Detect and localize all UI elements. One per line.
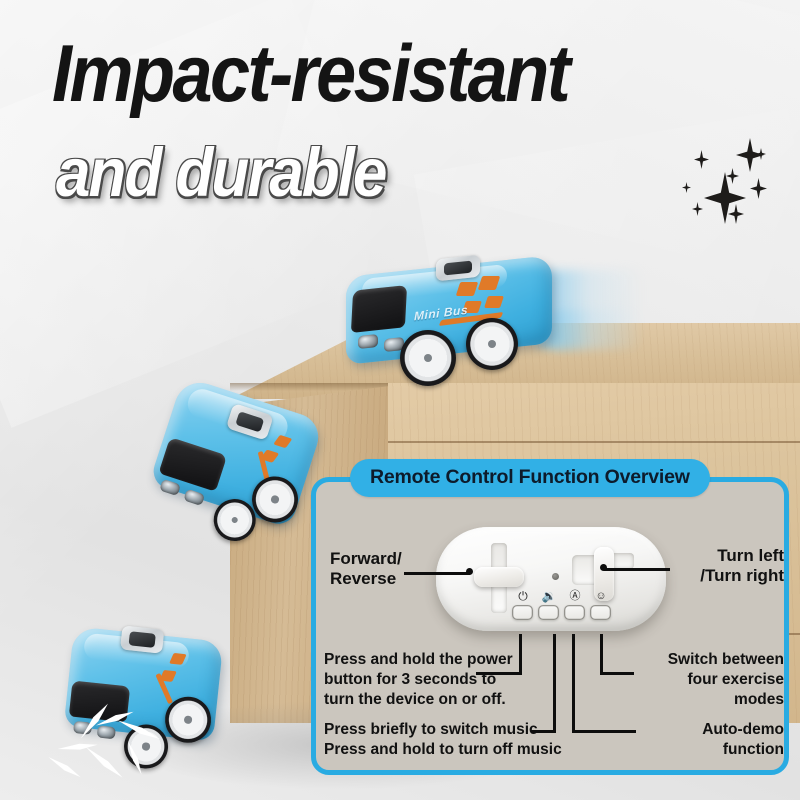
callout-line: button for 3 seconds to	[324, 671, 497, 689]
callout-auto-demo: Auto-demo function	[640, 720, 784, 761]
toy-car-impact	[53, 612, 270, 800]
leader-dot	[466, 568, 473, 575]
callout-line: Reverse	[330, 569, 397, 589]
sparkle-icon	[704, 172, 746, 224]
callout-line: Switch between	[667, 651, 784, 668]
callout-line: function	[722, 741, 784, 759]
remote-control-device: ⏻ 🔉 Ⓐ ☺	[436, 527, 666, 631]
headlight	[358, 333, 378, 350]
impact-burst	[43, 702, 212, 800]
auto-demo-button[interactable]	[564, 605, 585, 620]
power-button[interactable]	[512, 605, 533, 620]
leader-line-forward-reverse	[404, 572, 470, 575]
leader-line-power	[476, 672, 522, 675]
callout-line: /Turn right	[700, 566, 784, 586]
forward-reverse-stick[interactable]	[474, 567, 524, 587]
sparkle-icon	[750, 178, 767, 199]
leader-line-modes	[600, 672, 634, 675]
panel-title-badge: Remote Control Function Overview	[350, 459, 710, 497]
impact-ray	[45, 751, 85, 783]
callout-line: Auto-demo	[702, 721, 784, 738]
callout-line: four exercise	[687, 671, 785, 689]
leader-line-modes	[600, 634, 603, 675]
car-wheel	[466, 318, 518, 370]
sparkle-icon	[756, 148, 766, 160]
turn-stick[interactable]	[594, 547, 614, 601]
callout-line: Press and hold to turn off music	[324, 741, 562, 759]
auto-demo-icon: Ⓐ	[569, 590, 581, 602]
leader-line-turn	[604, 568, 670, 571]
speaker-music-icon: 🔉	[541, 589, 557, 603]
leader-line-music	[553, 634, 556, 733]
callout-line: Forward/	[330, 549, 402, 568]
sparkle-icon	[694, 150, 709, 169]
sparkle-cluster	[678, 130, 788, 225]
exercise-mode-icon: ☺	[595, 590, 607, 602]
callout-power: Press and hold the power button for 3 se…	[324, 650, 513, 710]
sparkle-icon	[692, 202, 703, 216]
leader-dot	[600, 564, 607, 571]
callout-modes: Switch between four exercise modes	[636, 650, 784, 710]
leader-line-power	[519, 634, 522, 675]
sparkle-icon	[726, 168, 739, 184]
drawer-seam	[388, 441, 800, 443]
callout-line: Press briefly to switch music	[324, 721, 538, 738]
music-button[interactable]	[538, 605, 559, 620]
leader-line-music	[531, 730, 556, 733]
callout-line: turn the device on or off.	[324, 691, 506, 709]
headline-line-2: and durable	[56, 135, 387, 212]
windshield	[350, 285, 408, 333]
callout-music: Press briefly to switch music Press and …	[324, 720, 562, 761]
car-wheel	[400, 330, 456, 386]
callout-turn: Turn left /Turn right	[624, 546, 784, 586]
toy-car-driving: Mini Bus	[338, 252, 644, 397]
mode-button[interactable]	[590, 605, 611, 620]
roof-hatch	[436, 254, 480, 282]
sparkle-icon	[728, 204, 744, 224]
leader-line-auto-demo	[572, 730, 636, 733]
callout-line: Turn left	[717, 546, 784, 565]
impact-ray	[122, 739, 148, 777]
callout-line: modes	[734, 691, 784, 709]
sparkle-icon	[682, 182, 691, 193]
headline-line-1: Impact-resistant	[52, 29, 571, 120]
power-icon: ⏻	[518, 589, 528, 603]
leader-line-auto-demo	[572, 634, 575, 733]
motion-blur-trail	[546, 310, 642, 350]
roof-hatch	[120, 625, 165, 654]
callout-forward-reverse: Forward/ Reverse	[330, 549, 402, 589]
status-led	[552, 573, 559, 580]
callout-line: Press and hold the power	[324, 651, 513, 668]
remote-info-panel	[311, 477, 789, 775]
